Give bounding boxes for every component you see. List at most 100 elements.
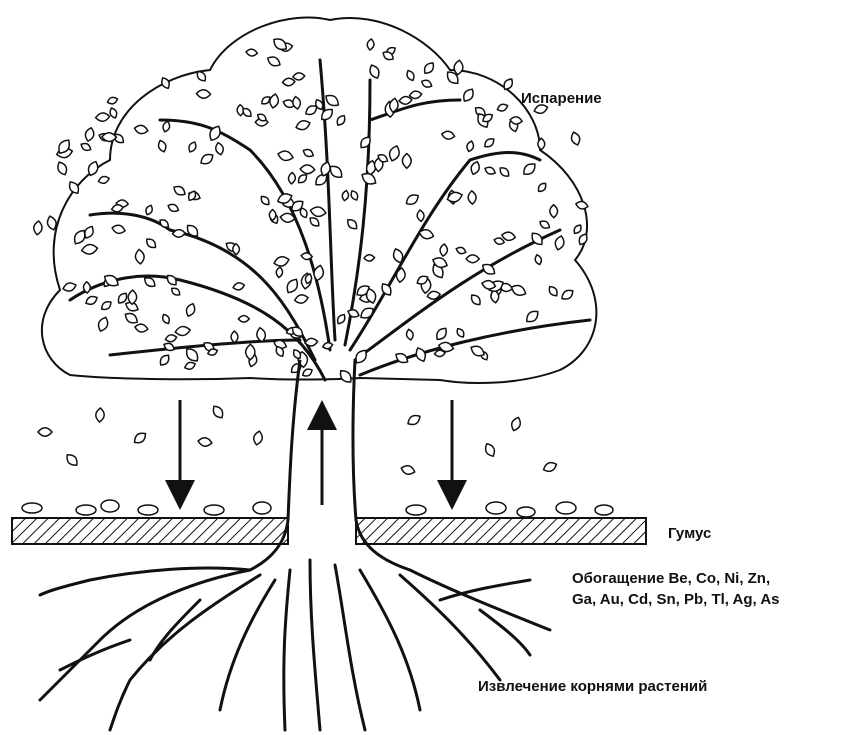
leaf	[135, 249, 145, 264]
falling-leaf	[38, 428, 52, 436]
leaf	[387, 144, 401, 162]
leaf	[84, 294, 98, 306]
leaf	[100, 299, 113, 312]
leaf	[144, 204, 154, 216]
leaf	[335, 313, 346, 326]
leaf	[273, 255, 290, 268]
leaf	[550, 205, 558, 218]
leaf	[95, 112, 110, 122]
leaf	[232, 282, 245, 291]
falling-leaf	[542, 460, 558, 473]
leaf	[446, 190, 463, 203]
leaf	[269, 93, 280, 109]
leaf	[405, 69, 416, 82]
falling-leaf	[95, 408, 104, 423]
leaf	[144, 237, 158, 250]
leaf	[538, 219, 551, 230]
leaf	[469, 293, 483, 307]
leaf	[157, 139, 168, 153]
leaf	[98, 175, 111, 184]
leaf	[547, 285, 559, 298]
leaf	[161, 313, 171, 325]
leaf	[238, 316, 249, 322]
leaf	[293, 72, 306, 80]
leaf	[80, 141, 93, 152]
leaf	[108, 107, 118, 119]
leaf	[323, 92, 341, 108]
leaf	[96, 316, 110, 333]
leaf	[288, 172, 296, 184]
leaf	[302, 147, 315, 158]
leaf	[502, 77, 515, 92]
leaf	[364, 254, 375, 261]
enrichment-line-1: Обогащение Be, Co, Ni, Zn,	[572, 568, 780, 589]
leaf	[107, 96, 119, 105]
leaf	[277, 149, 294, 162]
humus-label: Гумус	[668, 525, 711, 542]
leaf	[341, 190, 349, 201]
root-extraction-label: Извлечение корнями растений	[478, 678, 707, 695]
leaf	[167, 202, 180, 213]
leaf	[163, 341, 176, 352]
leaf	[282, 78, 295, 86]
leaf	[160, 76, 172, 90]
leaf	[368, 63, 382, 80]
leaf	[162, 121, 171, 133]
leaf	[534, 254, 543, 265]
leaf	[524, 308, 541, 324]
leaf	[466, 255, 479, 263]
leaf	[214, 142, 224, 156]
leaf	[172, 184, 187, 198]
leaf	[134, 323, 148, 333]
leaf	[441, 130, 455, 140]
leaf	[62, 281, 77, 292]
humus-layer	[12, 518, 646, 544]
leaf	[394, 351, 410, 365]
enrichment-line-2: Ga, Au, Cd, Sn, Pb, Tl, Ag, As	[572, 589, 780, 610]
falling-leaf	[483, 442, 497, 458]
roots	[40, 560, 550, 730]
leaf	[241, 106, 253, 118]
leaf	[349, 189, 359, 201]
falling-leaf	[64, 452, 80, 468]
falling-leaf	[211, 404, 226, 420]
leaf	[170, 286, 182, 297]
leaf	[322, 342, 333, 350]
leaf	[536, 181, 548, 193]
leaf	[358, 135, 373, 150]
leaf	[510, 283, 528, 298]
leaf	[296, 173, 308, 185]
leaf	[175, 326, 191, 337]
leaf	[199, 152, 215, 167]
leaf	[233, 244, 240, 255]
leaf	[134, 124, 149, 135]
leaf	[276, 267, 283, 278]
leaf	[266, 54, 282, 68]
leaf	[484, 165, 497, 176]
leaf	[111, 224, 126, 235]
evaporation-label: Испарение	[521, 90, 602, 107]
leaf	[409, 90, 422, 99]
leaf	[399, 96, 412, 105]
leaf	[335, 114, 347, 127]
falling-leaf	[132, 430, 148, 445]
leaf	[337, 368, 354, 385]
leaf	[367, 39, 375, 51]
leaf	[158, 353, 172, 367]
leaf	[560, 288, 575, 302]
leaf	[521, 161, 538, 177]
leaf	[461, 87, 476, 104]
leaf	[422, 61, 436, 76]
leaf	[301, 367, 313, 378]
leaf	[466, 140, 475, 152]
leaf	[414, 346, 428, 363]
falling-leaf	[252, 430, 263, 445]
leaf	[498, 166, 511, 179]
leaf	[292, 96, 301, 110]
leaf	[184, 302, 196, 317]
leaf	[187, 141, 198, 154]
leaf	[402, 154, 411, 169]
leaf	[417, 210, 425, 222]
leaf	[84, 127, 95, 142]
